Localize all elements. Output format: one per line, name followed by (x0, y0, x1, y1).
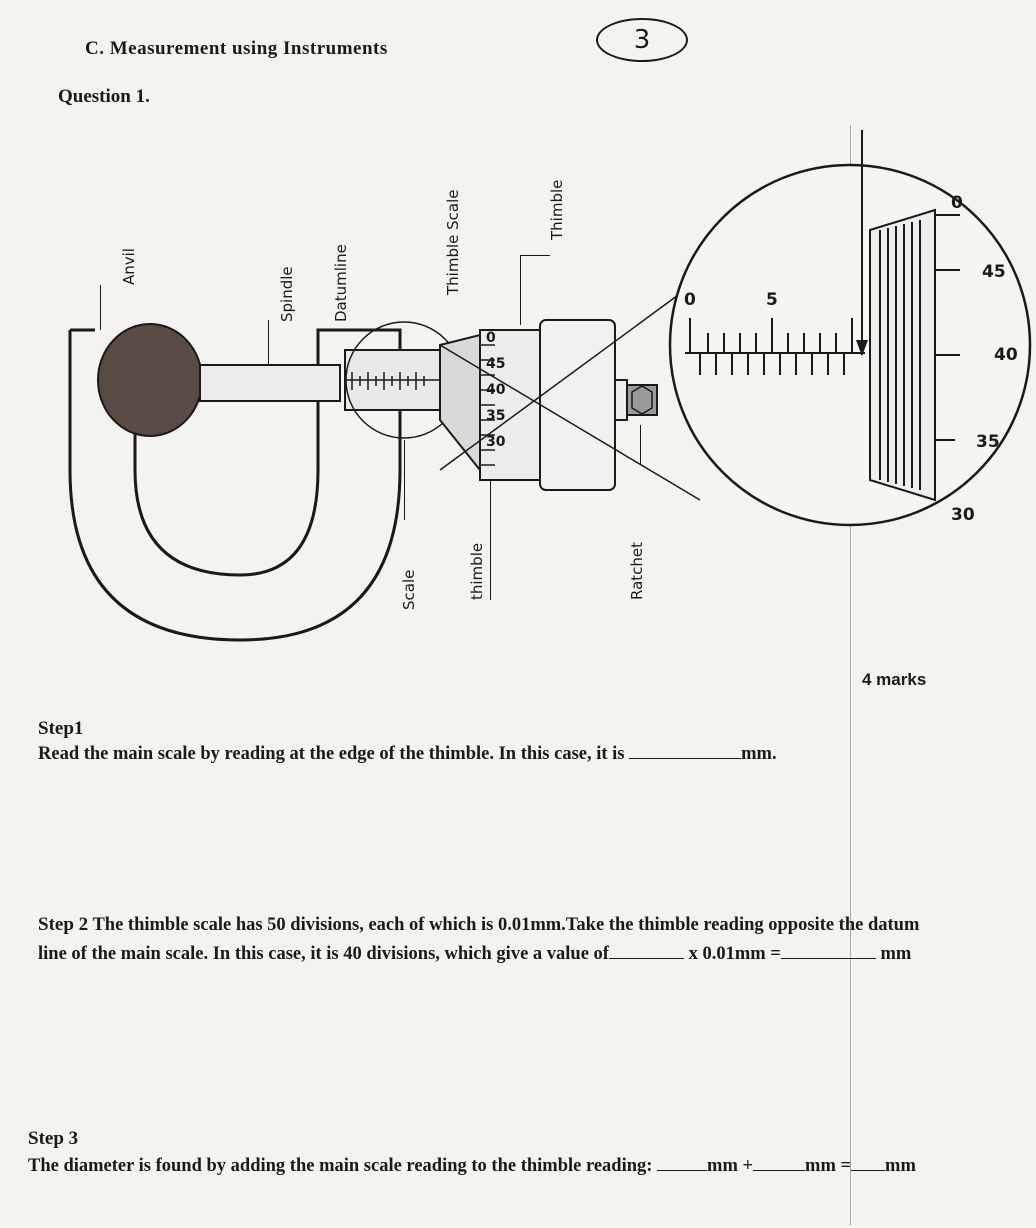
step2-multiplier: x 0.01mm = (688, 944, 781, 964)
frame-outline (68, 328, 402, 642)
zoom-main-scale-ticks (689, 318, 853, 375)
step1-text: Read the main scale by reading at the ed… (38, 744, 625, 764)
step2-text-line1: The thimble scale has 50 divisions, each… (92, 915, 920, 935)
step3-main-blank[interactable] (657, 1152, 708, 1171)
label-spindle: Spindle (278, 266, 296, 322)
zoom-circle (668, 163, 1032, 527)
step1-line: Read the main scale by reading at the ed… (38, 740, 777, 766)
label-thimble-top: Thimble (548, 179, 566, 240)
step3-unit1: mm + (707, 1156, 754, 1176)
thimble-small-30: 30 (486, 434, 506, 450)
zoom-thimble-edge (869, 208, 936, 502)
step3-text: The diameter is found by adding the main… (28, 1156, 653, 1176)
anvil-body (97, 323, 203, 437)
zoom-thimble-ticks (935, 214, 960, 441)
step2-text-line2: line of the main scale. In this case, it… (38, 944, 609, 964)
micrometer-diagram (68, 130, 1032, 642)
label-anvil: Anvil (120, 248, 138, 285)
step3-unit3: mm (885, 1156, 916, 1176)
step1-unit: mm. (741, 744, 777, 764)
step2-value-blank[interactable] (780, 940, 876, 959)
thimble-small-0: 0 (486, 330, 496, 346)
thimble-small-40: 40 (486, 382, 506, 398)
zoom-thimble-30: 30 (951, 505, 975, 525)
step1-title: Step1 (38, 718, 84, 739)
guide-line (850, 125, 851, 1225)
step2-line1: Step 2 The thimble scale has 50 division… (38, 913, 919, 937)
sleeve-ticks (351, 372, 425, 390)
step3-thimble-blank[interactable] (753, 1152, 806, 1171)
label-thimble-scale: Thimble Scale (444, 189, 462, 296)
step3-unit2: mm = (805, 1156, 852, 1176)
zoom-thimble-0: 0 (951, 193, 963, 213)
section-title: C. Measurement using Instruments (85, 38, 388, 59)
page-number: 3 (596, 18, 688, 62)
label-ratchet: Ratchet (628, 541, 646, 600)
step2-unit: mm (880, 944, 912, 964)
zoom-thimble-45: 45 (982, 262, 1006, 282)
step1-answer-blank[interactable] (629, 740, 742, 759)
step2-line2: line of the main scale. In this case, it… (38, 940, 911, 966)
thimble-small-35: 35 (486, 408, 506, 424)
marks-note: 4 marks (862, 670, 927, 689)
step3-line: The diameter is found by adding the main… (28, 1152, 916, 1178)
step2-divisions-blank[interactable] (608, 940, 684, 959)
spindle-shaft (199, 364, 341, 402)
step2-title: Step 2 (38, 914, 89, 935)
step3-title: Step 3 (28, 1128, 79, 1149)
zoom-main-scale-zero: 0 (684, 290, 696, 310)
thimble-small-45: 45 (486, 356, 506, 372)
label-thimble-bottom: thimble (468, 542, 486, 600)
zoom-thimble-40: 40 (994, 345, 1018, 365)
thimble-bevel (439, 333, 481, 473)
label-scale: Scale (400, 569, 418, 610)
thimble-body (539, 319, 616, 491)
zoom-thimble-35: 35 (976, 432, 1000, 452)
step3-total-blank[interactable] (851, 1152, 886, 1171)
zoom-main-scale-five: 5 (766, 290, 778, 310)
question-number: Question 1. (58, 86, 150, 107)
label-datum-line: Datumline (332, 244, 350, 322)
